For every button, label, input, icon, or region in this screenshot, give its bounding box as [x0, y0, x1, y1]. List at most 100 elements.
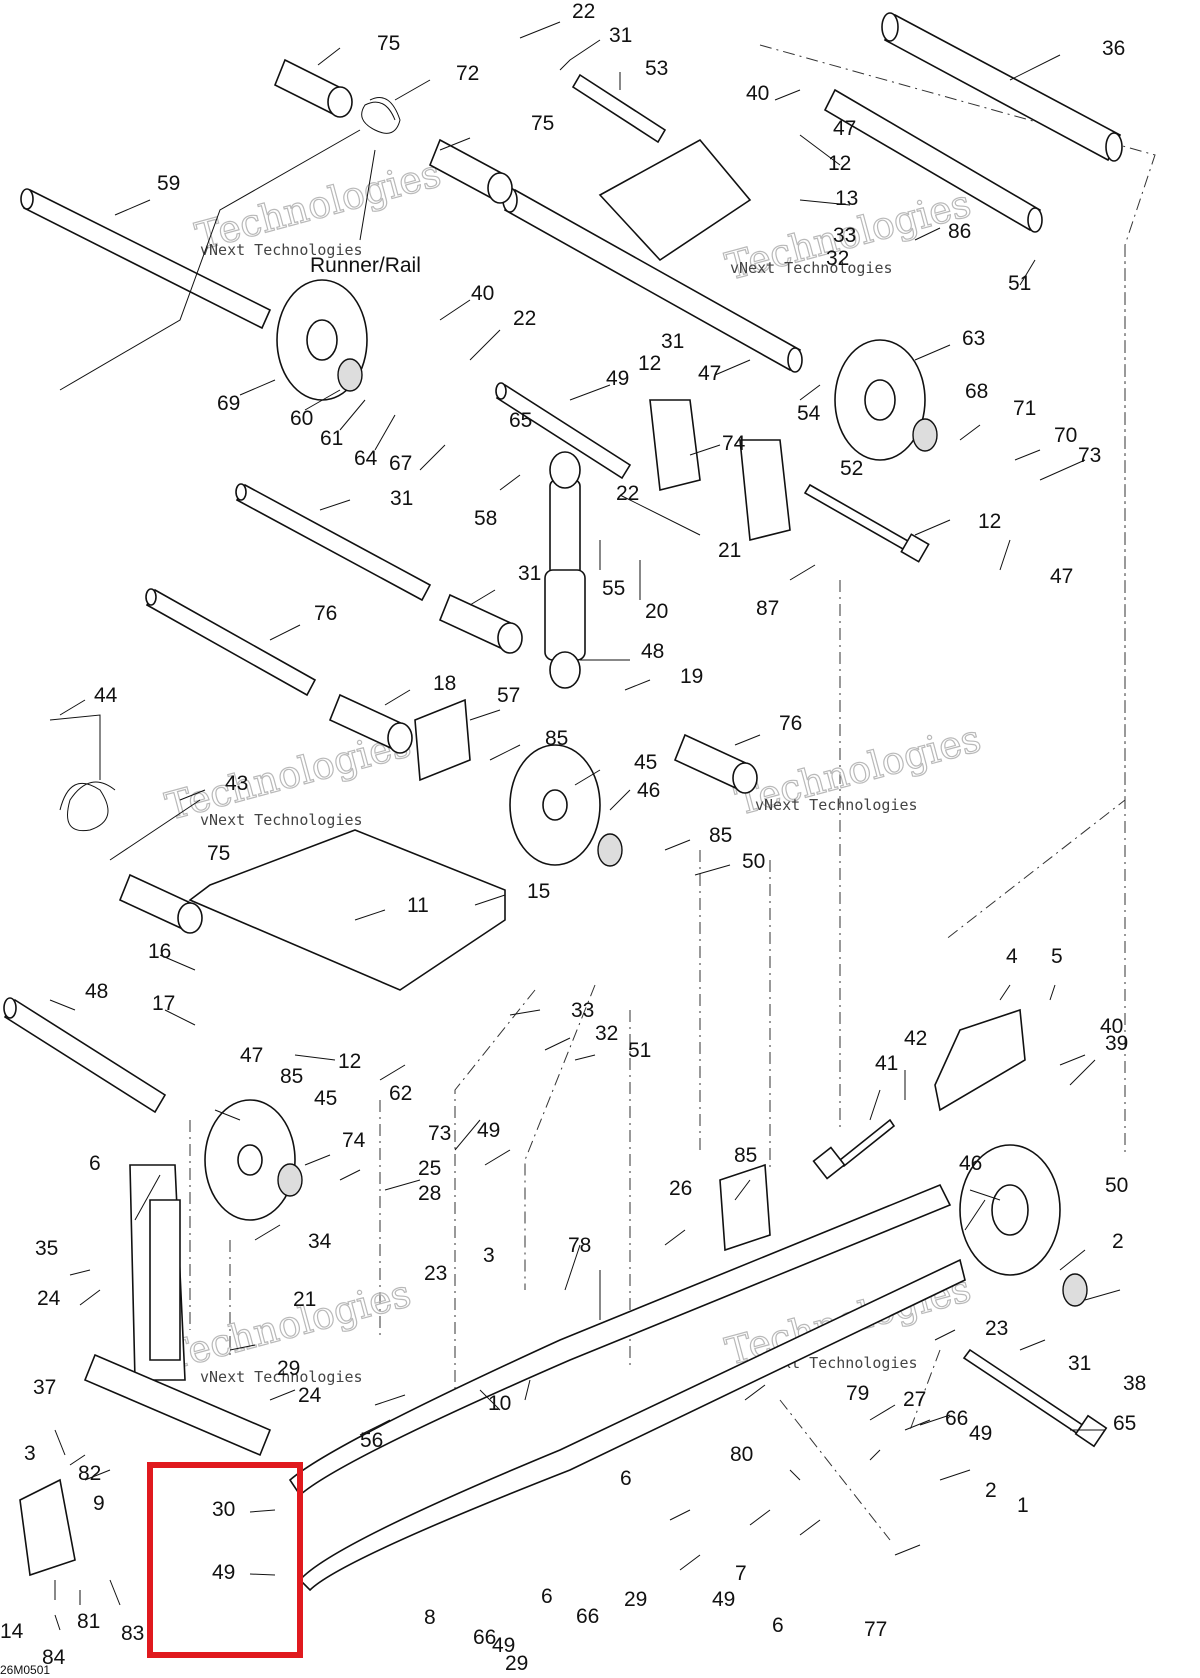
callout-label-22: 22 [513, 307, 536, 330]
callout-label-18: 18 [433, 672, 456, 695]
watermark-text: vNext Technologies [755, 796, 918, 814]
callout-label-69: 69 [217, 392, 240, 415]
callout-label-52: 52 [840, 457, 863, 480]
callout-label-6: 6 [772, 1614, 784, 1637]
callout-label-2: 2 [985, 1479, 997, 1502]
callout-label-57: 57 [497, 684, 520, 707]
callout-label-36: 36 [1102, 37, 1125, 60]
bearing-61 [337, 358, 363, 392]
assembly-guide-lines [189, 44, 1156, 1541]
callout-label-7: 7 [735, 1562, 747, 1585]
callout-label-60: 60 [290, 407, 313, 430]
callout-label-49: 49 [606, 367, 629, 390]
arm-11 [188, 829, 506, 991]
bracket-52 [649, 399, 791, 542]
callout-label-3: 3 [483, 1244, 495, 1267]
callout-label-45: 45 [634, 751, 657, 774]
wheel-45-upper [509, 744, 601, 866]
callout-label-85: 85 [709, 824, 732, 847]
shaft-10 [83, 1353, 272, 1457]
spacer-75-top [273, 58, 353, 118]
spacer-75-mid [428, 138, 513, 204]
callout-label-41: 41 [875, 1052, 898, 1075]
callout-label-42: 42 [904, 1027, 927, 1050]
callout-label-53: 53 [645, 57, 668, 80]
callout-label-72: 72 [456, 62, 479, 85]
callout-label-73: 73 [1078, 444, 1101, 467]
callout-label-85: 85 [734, 1144, 757, 1167]
callout-label-12: 12 [978, 510, 1001, 533]
callout-label-31: 31 [518, 562, 541, 585]
callout-label-73: 73 [428, 1122, 451, 1145]
callout-label-15: 15 [527, 880, 550, 903]
bearing-69 [912, 418, 938, 452]
callout-label-9: 9 [93, 1492, 105, 1515]
callout-label-3: 3 [24, 1442, 36, 1465]
callout-label-39: 39 [1105, 1032, 1128, 1055]
callout-label-12: 12 [828, 152, 851, 175]
callout-label-76: 76 [314, 602, 337, 625]
shaft-54 [495, 382, 632, 480]
callout-label-49: 49 [492, 1634, 515, 1657]
callout-label-61: 61 [320, 427, 343, 450]
callout-label-47: 47 [698, 362, 721, 385]
callout-label-48: 48 [85, 980, 108, 1003]
callout-label-27: 27 [903, 1388, 926, 1411]
shaft-53 [571, 73, 667, 144]
callout-label-86: 86 [948, 220, 971, 243]
callout-label-31: 31 [661, 330, 684, 353]
bolt-41 [812, 1118, 896, 1180]
block-26 [719, 1163, 771, 1252]
callout-label-66: 66 [945, 1407, 968, 1430]
callout-label-70: 70 [1054, 424, 1077, 447]
callout-label-31: 31 [390, 487, 413, 510]
callout-label-25: 25 [418, 1157, 441, 1180]
callout-label-47: 47 [833, 117, 856, 140]
callout-label-49: 49 [477, 1119, 500, 1142]
shock-19 [544, 451, 586, 689]
callout-label-16: 16 [148, 940, 171, 963]
callout-label-5: 5 [1051, 945, 1063, 968]
shaft-48-lower [3, 997, 167, 1114]
callout-label-75: 75 [207, 842, 230, 865]
callout-label-46: 46 [959, 1152, 982, 1175]
callout-label-74: 74 [722, 432, 746, 455]
callout-label-49: 49 [712, 1588, 735, 1611]
callout-label-4: 4 [1006, 945, 1018, 968]
callout-label-48: 48 [641, 640, 664, 663]
callout-label-29: 29 [277, 1357, 300, 1380]
diagram-caption: Runner/Rail [310, 254, 421, 277]
callout-label-80: 80 [730, 1443, 753, 1466]
callout-label-23: 23 [424, 1262, 447, 1285]
callout-label-50: 50 [742, 850, 765, 873]
shaft-86 [823, 88, 1043, 233]
callout-label-6: 6 [620, 1467, 632, 1490]
watermark-text: vNext Technologies [200, 811, 363, 829]
callout-label-64: 64 [354, 447, 378, 470]
callout-label-51: 51 [1008, 272, 1031, 295]
wheel-45-lower [204, 1099, 296, 1221]
callout-label-87: 87 [756, 597, 779, 620]
callout-label-66: 66 [473, 1626, 496, 1649]
shaft-48-upper [145, 588, 317, 697]
callout-label-26: 26 [669, 1177, 692, 1200]
callout-label-23: 23 [985, 1317, 1008, 1340]
callout-label-24: 24 [37, 1287, 61, 1310]
bearing-46-upper [597, 833, 623, 867]
callout-label-63: 63 [962, 327, 985, 350]
callout-label-22: 22 [616, 482, 639, 505]
callout-label-65: 65 [1113, 1412, 1136, 1435]
callout-label-85: 85 [545, 727, 568, 750]
callout-label-33: 33 [571, 999, 594, 1022]
callout-label-78: 78 [568, 1234, 591, 1257]
callout-label-40: 40 [471, 282, 494, 305]
callout-label-21: 21 [718, 539, 741, 562]
callout-label-79: 79 [846, 1382, 869, 1405]
watermark-text: vNext Technologies [730, 259, 893, 277]
callout-label-35: 35 [35, 1237, 58, 1260]
callout-label-85: 85 [280, 1065, 303, 1088]
bearing-46-lower [277, 1163, 303, 1197]
callout-label-71: 71 [1013, 397, 1036, 420]
